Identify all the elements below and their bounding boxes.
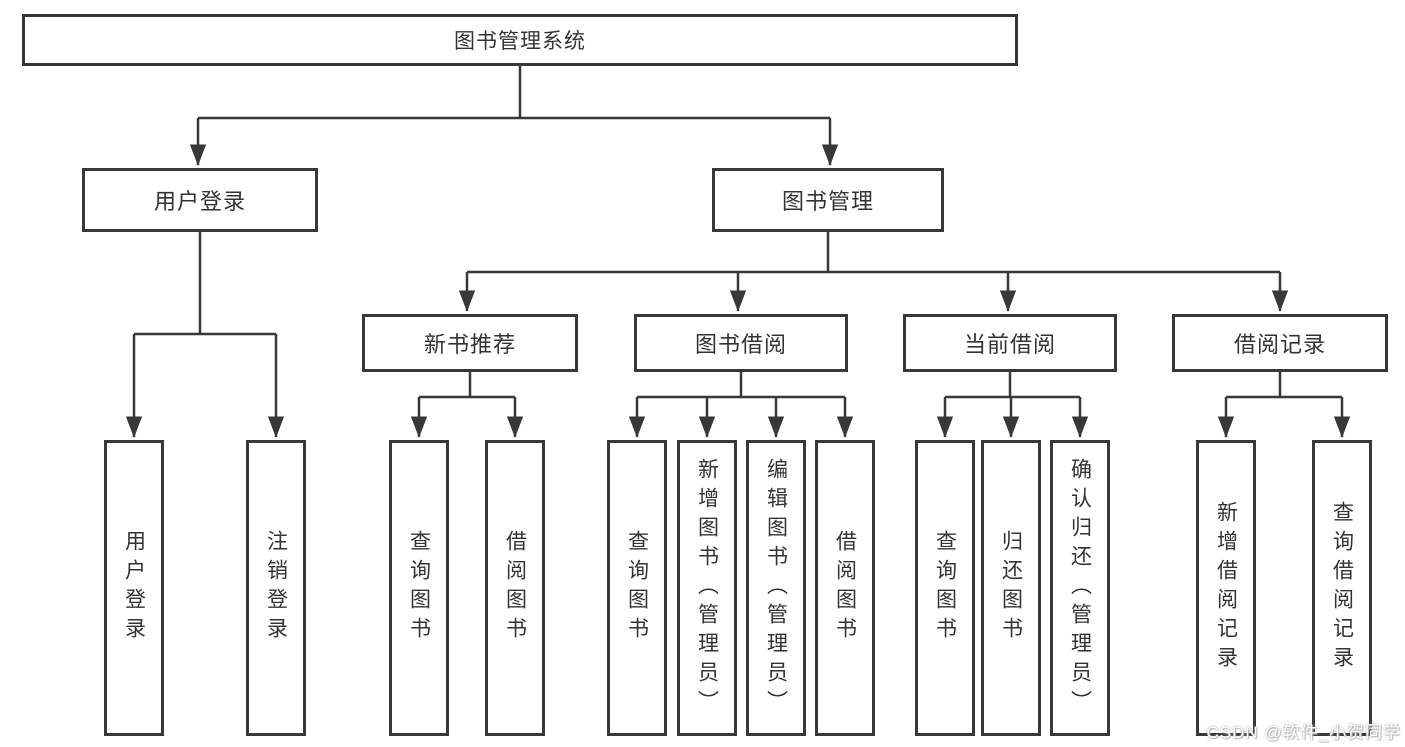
leaf-query-books-1: 查询图书 xyxy=(389,440,449,736)
leaf-query-books-3: 查询图书 xyxy=(915,440,975,736)
leaf-borrow-books-2: 借阅图书 xyxy=(815,440,875,736)
leaf-add-borrow-record: 新增借阅记录 xyxy=(1196,440,1256,736)
node-root-system: 图书管理系统 xyxy=(22,14,1018,66)
leaf-confirm-return-admin: 确认归还（管理员） xyxy=(1050,440,1110,736)
node-book-borrow: 图书借阅 xyxy=(634,314,848,372)
leaf-edit-books-admin: 编辑图书（管理员） xyxy=(746,440,806,736)
leaf-query-borrow-record: 查询借阅记录 xyxy=(1312,440,1372,736)
node-new-book-recommend: 新书推荐 xyxy=(362,314,578,372)
leaf-add-books-admin: 新增图书（管理员） xyxy=(677,440,737,736)
csdn-watermark: CSDN @软件_小贺同学 xyxy=(1206,723,1401,742)
leaf-query-books-2: 查询图书 xyxy=(607,440,667,736)
node-current-borrow: 当前借阅 xyxy=(903,314,1117,372)
leaf-borrow-books-1: 借阅图书 xyxy=(485,440,545,736)
leaf-user-login: 用户登录 xyxy=(104,440,164,736)
leaf-return-books: 归还图书 xyxy=(981,440,1041,736)
node-book-management: 图书管理 xyxy=(712,168,944,232)
leaf-logout: 注销登录 xyxy=(246,440,306,736)
node-user-login: 用户登录 xyxy=(82,168,318,232)
node-borrow-records: 借阅记录 xyxy=(1172,314,1388,372)
